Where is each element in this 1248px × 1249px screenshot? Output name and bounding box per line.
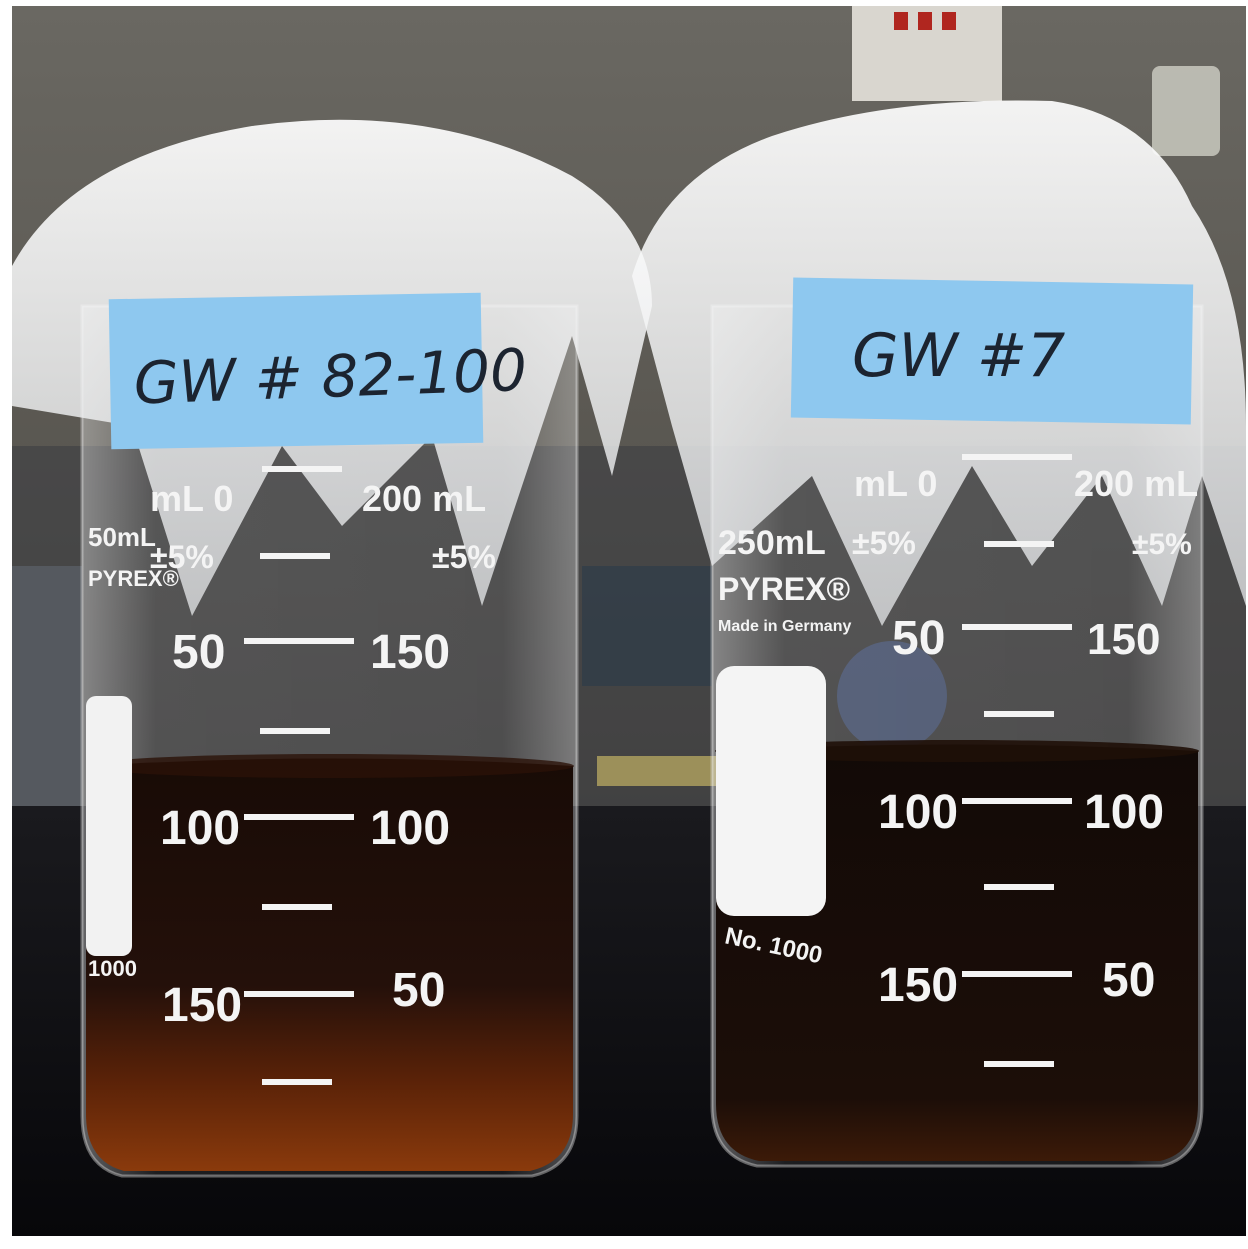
right-beaker-side-capacity: 250mL bbox=[718, 524, 826, 562]
beaker-right: GW #7 mL 0 ±5% 50 100 150 200 mL ±5% 150… bbox=[632, 100, 1246, 1168]
background-cabinet bbox=[12, 566, 82, 826]
right-beaker-mark-125 bbox=[984, 884, 1054, 890]
beaker-right-graduations: mL 0 ±5% 50 100 150 200 mL ±5% 150 100 5… bbox=[852, 454, 1198, 1067]
right-beaker-left-scale-4: 150 bbox=[878, 959, 958, 1012]
right-beaker-mark-75 bbox=[984, 711, 1054, 717]
right-beaker-right-scale-3: 100 bbox=[1084, 786, 1164, 839]
right-beaker-mark-0 bbox=[962, 454, 1072, 460]
beaker-left-tape bbox=[108, 292, 484, 450]
left-beaker-mark-125 bbox=[262, 904, 332, 910]
left-beaker-mark-100 bbox=[244, 814, 354, 820]
right-beaker-mark-150 bbox=[962, 971, 1072, 977]
beaker-right-label: GW #7 bbox=[852, 321, 1065, 391]
background-bottle bbox=[1152, 66, 1220, 156]
right-beaker-side-origin: Made in Germany bbox=[718, 618, 851, 635]
beaker-left-meniscus bbox=[86, 754, 574, 778]
left-beaker-right-scale-1: ±5% bbox=[432, 539, 496, 575]
right-beaker-side-brand: PYREX® bbox=[718, 571, 850, 607]
left-beaker-right-scale-0: 200 mL bbox=[362, 478, 486, 519]
left-beaker-mark-150 bbox=[244, 991, 354, 997]
left-beaker-right-scale-3: 100 bbox=[370, 802, 450, 855]
beaker-left: GW # 82-100 mL 0 ±5% 50 100 150 200 mL ±… bbox=[12, 119, 652, 1178]
right-beaker-left-scale-3: 100 bbox=[878, 786, 958, 839]
right-beaker-right-scale-1: ±5% bbox=[1132, 528, 1192, 561]
beaker-right-liquid bbox=[716, 744, 1198, 1161]
right-beaker-mark-50 bbox=[962, 624, 1072, 630]
left-beaker-side-brand: PYREX® bbox=[88, 566, 179, 591]
left-beaker-mark-175 bbox=[262, 1079, 332, 1085]
right-beaker-right-scale-0: 200 mL bbox=[1074, 463, 1198, 504]
left-beaker-right-scale-2: 150 bbox=[370, 626, 450, 679]
right-beaker-mark-175 bbox=[984, 1061, 1054, 1067]
right-beaker-left-scale-1: ±5% bbox=[852, 525, 916, 561]
background-panel-light-2 bbox=[918, 12, 932, 30]
left-beaker-right-scale-4: 50 bbox=[392, 964, 445, 1017]
beaker-left-label-patch bbox=[86, 696, 132, 956]
beaker-right-side-print: 250mL PYREX® Made in Germany No. 1000 bbox=[718, 524, 851, 969]
right-beaker-mark-25 bbox=[984, 541, 1054, 547]
beaker-right-label-patch bbox=[716, 666, 826, 916]
beaker-left-liquid bbox=[86, 758, 573, 1171]
photo-illustration: GW # 82-100 mL 0 ±5% 50 100 150 200 mL ±… bbox=[12, 6, 1246, 1236]
left-beaker-side-capacity: 50mL bbox=[88, 522, 156, 552]
background-equipment bbox=[582, 566, 712, 686]
left-beaker-mark-0 bbox=[262, 466, 342, 472]
beaker-right-meniscus bbox=[715, 740, 1199, 762]
right-beaker-right-scale-4: 50 bbox=[1102, 954, 1155, 1007]
background-yellow-object bbox=[597, 756, 717, 786]
right-beaker-left-scale-0: mL 0 bbox=[854, 463, 937, 504]
left-beaker-mark-50 bbox=[244, 638, 354, 644]
right-beaker-right-scale-2: 150 bbox=[1087, 615, 1160, 664]
left-beaker-left-scale-2: 50 bbox=[172, 626, 225, 679]
left-beaker-mark-75 bbox=[260, 728, 330, 734]
left-beaker-left-scale-0: mL 0 bbox=[150, 478, 233, 519]
left-beaker-mark-25 bbox=[260, 553, 330, 559]
beaker-right-tape bbox=[790, 277, 1194, 425]
background-panel-light-1 bbox=[894, 12, 908, 30]
beaker-left-label: GW # 82-100 bbox=[133, 336, 528, 418]
right-beaker-mark-100 bbox=[962, 798, 1072, 804]
left-beaker-left-scale-4: 150 bbox=[162, 979, 242, 1032]
beaker-left-graduations: mL 0 ±5% 50 100 150 200 mL ±5% 150 100 5… bbox=[150, 466, 496, 1085]
left-beaker-left-scale-1: ±5% bbox=[150, 539, 214, 575]
left-beaker-left-scale-3: 100 bbox=[160, 802, 240, 855]
beaker-left-side-print: 50mL PYREX® 1000 bbox=[88, 522, 179, 981]
right-beaker-left-scale-2: 50 bbox=[892, 612, 945, 665]
photo-frame: GW # 82-100 mL 0 ±5% 50 100 150 200 mL ±… bbox=[12, 6, 1246, 1236]
left-beaker-side-number: 1000 bbox=[88, 956, 137, 981]
background-panel-light-3 bbox=[942, 12, 956, 30]
